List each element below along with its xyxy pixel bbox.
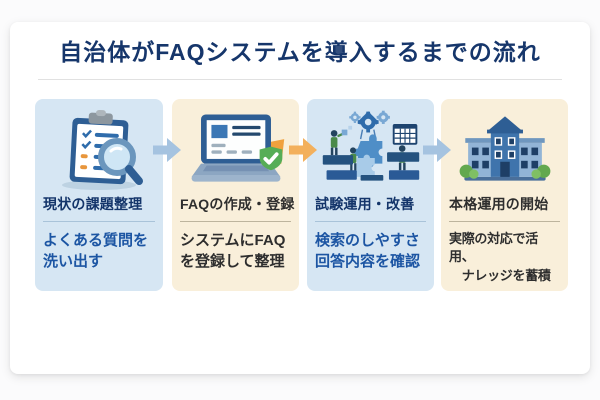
laptop-check-icon (180, 99, 291, 191)
flow-arrow-right-icon (289, 138, 317, 162)
page-title: 自治体がFAQシステムを導入するまでの流れ (59, 39, 541, 65)
step-body: システムにFAQ を登録して整理 (180, 232, 286, 271)
step-card-4: 本格運用の開始 実際の対応で活用、 ナレッジを蓄積 (441, 99, 568, 291)
step-divider (315, 221, 426, 222)
step-body: 実際の対応で活用、 ナレッジを蓄積 (449, 231, 551, 283)
step-card-1: 現状の課題整理 よくある質問を 洗い出す (35, 99, 163, 291)
step-divider (43, 221, 155, 222)
step-card-3: 試験運用・改善 検索のしやすさ 回答内容を確認 (307, 99, 434, 291)
step-heading: 本格運用の開始 (449, 196, 549, 212)
step-heading: 現状の課題整理 (43, 196, 143, 212)
step-heading: 試験運用・改善 (315, 196, 415, 212)
step-divider (180, 221, 291, 222)
flow-arrow-right-icon (153, 138, 181, 162)
teamwork-gears-icon (315, 99, 426, 191)
step-divider (449, 221, 560, 222)
step-heading: FAQの作成・登録 (180, 196, 295, 212)
government-building-icon (449, 99, 560, 191)
steps-row: 現状の課題整理 よくある質問を 洗い出す (10, 99, 590, 291)
step-body: よくある質問を 洗い出す (43, 232, 149, 271)
step-card-2: FAQの作成・登録 システムにFAQ を登録して整理 (172, 99, 299, 291)
clipboard-checklist-magnifier-icon (43, 99, 155, 191)
infographic-panel: 自治体がFAQシステムを導入するまでの流れ (10, 22, 590, 374)
step-body: 検索のしやすさ 回答内容を確認 (315, 232, 421, 271)
flow-arrow-right-icon (423, 138, 451, 162)
title-divider (38, 79, 562, 80)
